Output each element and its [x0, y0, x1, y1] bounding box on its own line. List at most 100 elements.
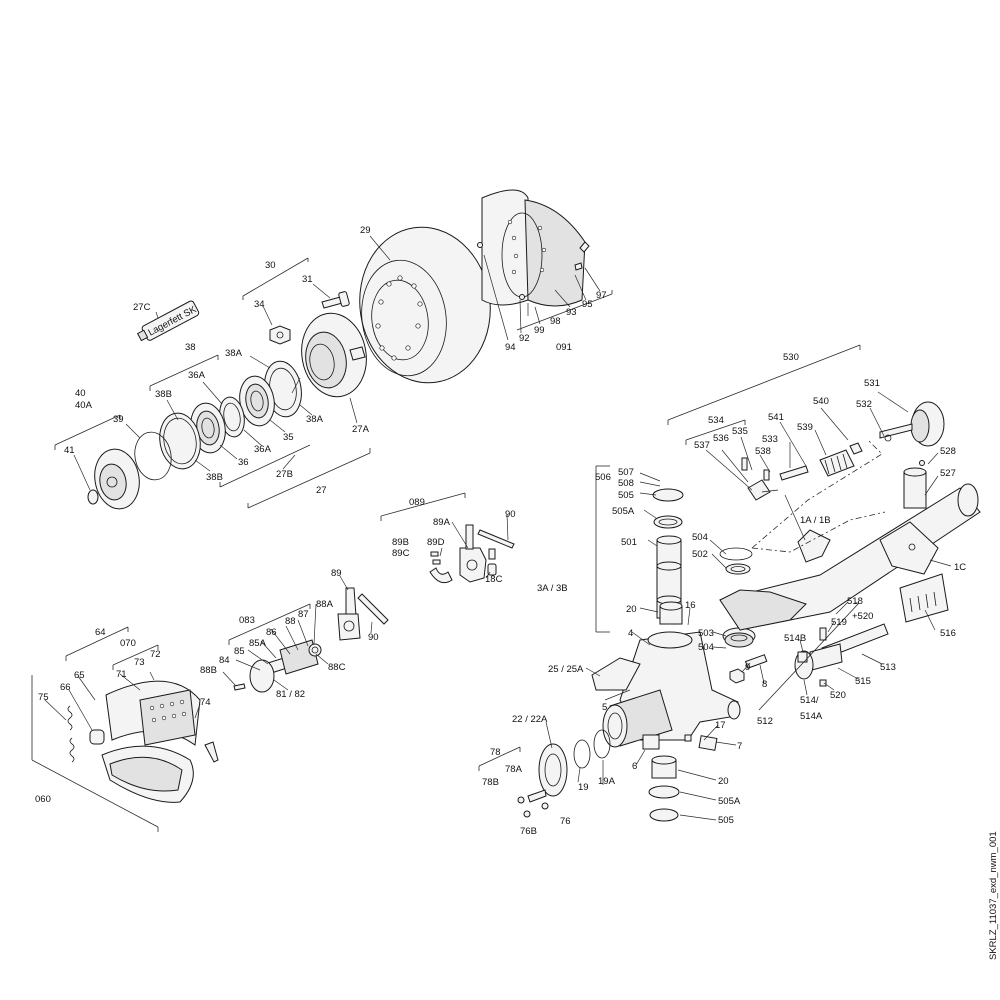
callout-36: 36: [238, 457, 249, 468]
callout-89C: 89C: [392, 548, 410, 559]
callout-502: 502: [692, 549, 708, 560]
callout-88C: 88C: [328, 662, 346, 673]
callout-19: 19: [578, 782, 589, 793]
callout-19A: 19A: [598, 776, 616, 787]
lever-540-part: [779, 442, 863, 481]
brake-shoe-lower-part: [101, 745, 194, 803]
callout-538: 538: [755, 446, 771, 457]
callout-505A-b: 505A: [718, 796, 741, 807]
king-pin-part: [656, 535, 682, 619]
callout-39: 39: [113, 414, 124, 425]
callout-531: 531: [864, 378, 880, 389]
callout-513: 513: [880, 662, 896, 673]
slack-adjuster-part: [429, 524, 515, 584]
callout-75: 75: [38, 692, 49, 703]
callout-514: 514/: [800, 695, 819, 706]
wear-indicator-part: [517, 789, 549, 818]
callout-40: 40: [75, 388, 86, 399]
callout-89B: 89B: [392, 537, 409, 548]
callout-38B-b: 38B: [206, 472, 223, 483]
callout-532: 532: [856, 399, 872, 410]
callout-503: 503: [698, 628, 714, 639]
callout-85: 85: [234, 646, 245, 657]
callout-534: 534: [708, 415, 724, 426]
callout-505-b: 505: [718, 815, 734, 826]
callout-27: 27: [316, 485, 327, 496]
brake-shoe-upper-part: [89, 680, 201, 746]
callout-1A-1B: 1A / 1B: [800, 515, 831, 526]
callout-71: 71: [116, 669, 127, 680]
callout-27B: 27B: [276, 469, 293, 480]
gasket-part: [134, 431, 172, 481]
callout-533: 533: [762, 434, 778, 445]
callout-94: 94: [505, 342, 516, 353]
callout-73: 73: [134, 657, 145, 668]
clevis-534-part: [741, 457, 779, 501]
callout-8: 8: [762, 679, 767, 690]
callout-76B: 76B: [520, 826, 537, 837]
callout-530: 530: [783, 352, 799, 363]
hub-cap-part: [87, 448, 140, 510]
bolt-part: [729, 654, 768, 684]
callout-514B: 514B: [784, 633, 806, 644]
callout-516: 516: [940, 628, 956, 639]
tie-rod-part: [794, 623, 889, 687]
callout-514A: 514A: [800, 711, 823, 722]
callout-87: 87: [298, 609, 309, 620]
callout-41: 41: [64, 445, 75, 456]
callout-5: 5: [602, 702, 607, 713]
callout-35: 35: [283, 432, 294, 443]
callout-060: 060: [35, 794, 51, 805]
wheel-nut-part: [269, 325, 291, 345]
callout-40A: 40A: [75, 400, 93, 411]
dust-shield-part: [477, 189, 590, 307]
callout-93: 93: [566, 307, 577, 318]
callout-1C: 1C: [954, 562, 966, 573]
callout-plus520: +520: [852, 611, 873, 622]
callout-520: 520: [830, 690, 846, 701]
callout-539: 539: [797, 422, 813, 433]
callout-30: 30: [265, 260, 276, 271]
callout-66: 66: [60, 682, 71, 693]
callout-537: 537: [694, 440, 710, 451]
callout-72: 72: [150, 649, 161, 660]
callout-38B: 38B: [155, 389, 172, 400]
callout-78A: 78A: [505, 764, 523, 775]
axle-beam-part: [719, 483, 981, 631]
callout-20: 20: [626, 604, 637, 615]
callout-34: 34: [254, 299, 265, 310]
callout-504-b: 504: [698, 642, 714, 653]
callout-507: 507: [618, 467, 634, 478]
callout-4: 4: [628, 628, 633, 639]
callout-81-82: 81 / 82: [276, 689, 305, 700]
callout-38A-b: 38A: [306, 414, 324, 425]
callout-9: 9: [745, 662, 750, 673]
callout-88B: 88B: [200, 665, 217, 676]
callout-89: 89: [331, 568, 342, 579]
bushing-lower-part: [642, 734, 718, 751]
callout-18C: 18C: [485, 574, 503, 585]
seal-ring-knuckle-part: [573, 729, 611, 769]
callout-65: 65: [74, 670, 85, 681]
callout-85A: 85A: [249, 638, 267, 649]
callout-541: 541: [768, 412, 784, 423]
oring-part: [159, 412, 201, 470]
callout-535: 535: [732, 426, 748, 437]
callout-508: 508: [618, 478, 634, 489]
stabilizer-bracket-part: [903, 460, 927, 509]
callout-505-a: 505: [618, 490, 634, 501]
callout-88A: 88A: [316, 599, 334, 610]
callout-89D: 89D: [427, 537, 445, 548]
slack-adjuster-arm-part: [337, 587, 389, 641]
callout-6: 6: [632, 761, 637, 772]
callout-540: 540: [813, 396, 829, 407]
drawing-id: SKRLZ_11037_exd_nwm_001: [988, 831, 999, 960]
callout-518: 518: [847, 596, 863, 607]
callout-98: 98: [550, 316, 561, 327]
clamp-516-part: [899, 573, 949, 623]
spacer-ring-part: [219, 396, 245, 438]
callout-74: 74: [200, 697, 211, 708]
callout-083: 083: [239, 615, 255, 626]
bushing-upper-part: [659, 601, 683, 625]
